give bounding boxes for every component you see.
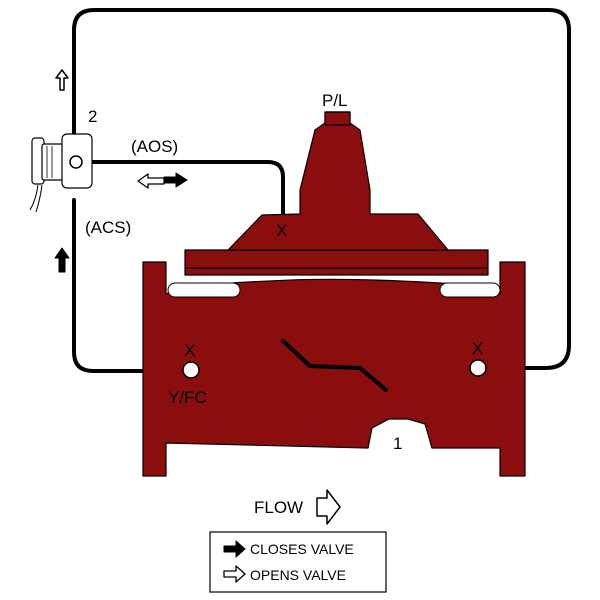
- outlet-port: [469, 359, 487, 377]
- lower-left-tubing: [72, 198, 194, 373]
- port-1-label: 1: [393, 434, 402, 453]
- port-2-label: 2: [88, 107, 97, 126]
- top-loop-tubing: [72, 8, 571, 370]
- legend-opens-label: OPENS VALVE: [250, 567, 346, 583]
- inlet-port-x-label: X: [184, 341, 195, 360]
- pilot-label: P/L: [322, 91, 348, 110]
- opens-arrow-up-icon: [55, 69, 69, 91]
- legend-closes-label: CLOSES VALVE: [250, 541, 354, 557]
- bonnet: [227, 111, 449, 251]
- cover-flange: [184, 249, 489, 276]
- solenoid-valve-icon: [29, 133, 93, 213]
- left-flange-slot: [167, 282, 241, 298]
- outlet-port-x-label: X: [472, 339, 483, 358]
- pilot-cap: [324, 111, 351, 126]
- bonnet-port-x-label: X: [276, 221, 287, 240]
- closes-arrow-up-icon: [54, 247, 70, 273]
- right-flange-slot: [439, 282, 501, 298]
- acs-label: (ACS): [85, 218, 131, 237]
- legend-opens-arrow-icon: [223, 565, 246, 583]
- legend-box: [209, 531, 387, 593]
- seat-line: [281, 339, 388, 392]
- yfc-label: Y/FC: [168, 388, 207, 407]
- flow-label: FLOW: [254, 498, 303, 517]
- legend-closes-arrow-icon: [223, 540, 246, 558]
- bidirectional-arrow-icon: [137, 172, 188, 189]
- inlet-port: [182, 361, 200, 379]
- legend: CLOSES VALVE OPENS VALVE: [209, 531, 387, 593]
- aos-label: (AOS): [131, 137, 178, 156]
- aos-tubing: [74, 160, 285, 230]
- flow-arrow-icon: [316, 489, 341, 525]
